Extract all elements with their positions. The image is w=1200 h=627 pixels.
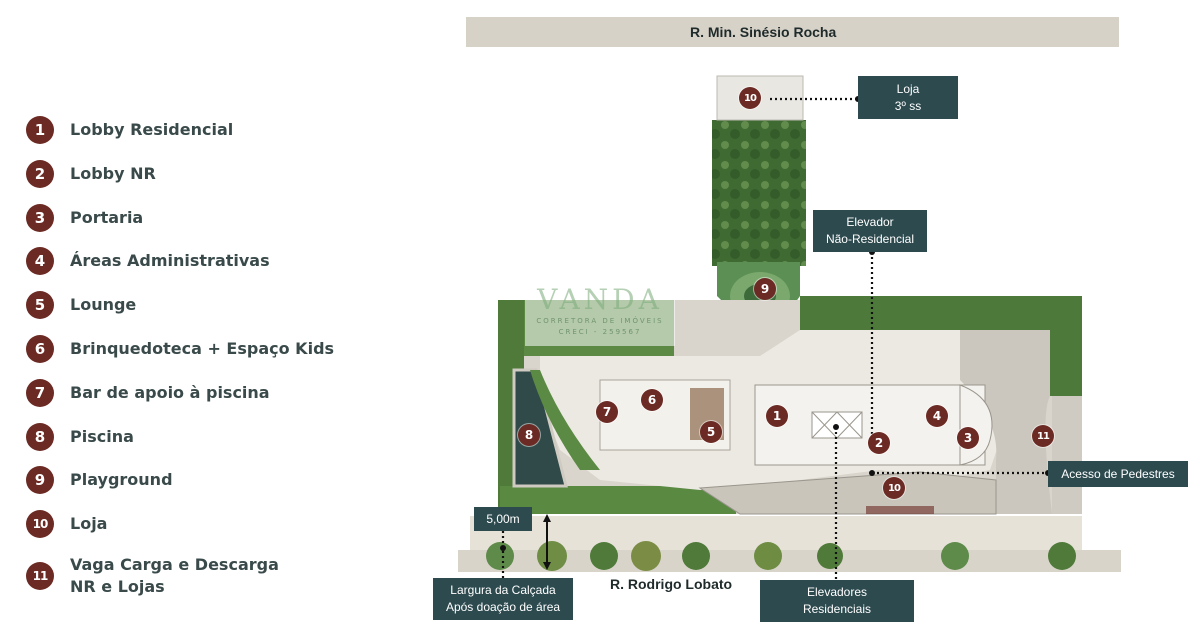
watermark-logo: VANDA CORRETORA DE IMÓVEIS CRECI - 25956… — [525, 284, 675, 346]
marker-lobby-residencial: 1 — [766, 405, 788, 427]
callout-loja-line1: Loja — [896, 81, 920, 96]
callout-calcada-line1: Largura da Calçada — [450, 583, 556, 597]
tree — [1048, 542, 1076, 570]
watermark-title: VANDA — [537, 283, 663, 316]
legend-label: Piscina — [70, 427, 134, 446]
legend-label: Vaga Carga e Descarga NR e Lojas — [70, 555, 279, 596]
legend-number: 9 — [26, 466, 54, 494]
legend-item-piscina: 8 Piscina — [26, 423, 134, 451]
legend-number: 5 — [26, 291, 54, 319]
callout-loja: Loja 3º ss — [858, 76, 958, 119]
building-core — [754, 384, 986, 466]
callout-calcada: Largura da Calçada Após doação de área — [433, 578, 573, 620]
legend-number: 8 — [26, 423, 54, 451]
legend-item-brinquedoteca: 6 Brinquedoteca + Espaço Kids — [26, 335, 334, 363]
pool — [512, 368, 568, 488]
legend-label: Playground — [70, 470, 173, 489]
legend-number: 7 — [26, 379, 54, 407]
callout-loja-line2: 3º ss — [894, 98, 922, 113]
legend-number: 3 — [26, 204, 54, 232]
watermark-subtitle: CORRETORA DE IMÓVEIS — [536, 317, 664, 325]
legend-label: Lounge — [70, 295, 137, 314]
tree — [817, 543, 843, 569]
legend-item-lobby-residencial: 1 Lobby Residencial — [26, 116, 233, 144]
callout-elevadores-residenciais: Elevadores Residenciais — [760, 580, 914, 622]
tree — [537, 541, 567, 571]
marker-brinquedoteca: 6 — [641, 389, 663, 411]
marker-areas-administrativas: 4 — [926, 405, 948, 427]
legend-number: 1 — [26, 116, 54, 144]
callout-elevadores-res-line1: Elevadores — [806, 585, 868, 599]
legend-label: Áreas Administrativas — [70, 251, 270, 270]
tree — [682, 542, 710, 570]
drive-area — [960, 330, 1052, 514]
tree — [486, 542, 514, 570]
legend-number: 2 — [26, 160, 54, 188]
legend-item-lounge: 5 Lounge — [26, 291, 136, 319]
marker-portaria: 3 — [957, 427, 979, 449]
legend-number: 6 — [26, 335, 54, 363]
legend-item-lobby-nr: 2 Lobby NR — [26, 160, 156, 188]
callout-elevador-nr-line2: Não-Residencial — [825, 232, 915, 246]
legend-item-loja: 10 Loja — [26, 510, 107, 538]
callout-calcada-width: 5,00m — [474, 507, 532, 531]
marker-vaga-carga: 11 — [1032, 425, 1054, 447]
marker-bar-piscina: 7 — [596, 401, 618, 423]
callout-calcada-line2: Após doação de área — [445, 600, 561, 614]
street-label-top: R. Min. Sinésio Rocha — [690, 24, 837, 40]
tree — [631, 541, 661, 571]
hedge-top-right — [800, 296, 1082, 330]
marker-loja-terreo: 10 — [883, 477, 905, 499]
watermark-creci: CRECI - 259567 — [558, 328, 642, 336]
tree — [754, 542, 782, 570]
marker-lounge: 5 — [700, 421, 722, 443]
legend-label: Loja — [70, 514, 108, 533]
callout-calcada-width-text: 5,00m — [486, 511, 520, 526]
legend-number: 10 — [26, 510, 54, 538]
tree — [590, 542, 618, 570]
ramp — [698, 471, 997, 515]
hedge-bottom — [500, 486, 736, 514]
street-top — [466, 17, 1119, 47]
callout-acesso-pedestres-text: Acesso de Pedestres — [1061, 466, 1175, 481]
callout-elevador-nr: Elevador Não-Residencial — [813, 210, 927, 252]
street-label-bottom: R. Rodrigo Lobato — [610, 576, 733, 592]
callout-elevador-nr-line1: Elevador — [846, 215, 894, 229]
callout-elevadores-res-line2: Residenciais — [802, 602, 872, 616]
legend-item-areas-administrativas: 4 Áreas Administrativas — [26, 247, 270, 275]
legend-label: Lobby NR — [70, 164, 156, 183]
callout-acesso-pedestres: Acesso de Pedestres — [1048, 461, 1188, 487]
marker-lobby-nr: 2 — [868, 432, 890, 454]
marker-playground: 9 — [754, 278, 776, 300]
tree — [941, 542, 969, 570]
marker-piscina: 8 — [518, 424, 540, 446]
hedge-right — [1050, 300, 1082, 396]
legend-label: Lobby Residencial — [70, 120, 234, 139]
legend-number: 11 — [26, 562, 54, 590]
legend-item-portaria: 3 Portaria — [26, 204, 143, 232]
sidewalk — [470, 516, 1082, 550]
legend-item-playground: 9 Playground — [26, 466, 173, 494]
legend-item-bar-piscina: 7 Bar de apoio à piscina — [26, 379, 270, 407]
legend-label: Portaria — [70, 208, 144, 227]
legend-item-vaga-carga: 11 Vaga Carga e Descarga NR e Lojas — [26, 554, 310, 598]
marker-loja: 10 — [739, 87, 761, 109]
legend-label: Bar de apoio à piscina — [70, 383, 270, 402]
legend-label: Brinquedoteca + Espaço Kids — [70, 339, 335, 358]
legend-number: 4 — [26, 247, 54, 275]
